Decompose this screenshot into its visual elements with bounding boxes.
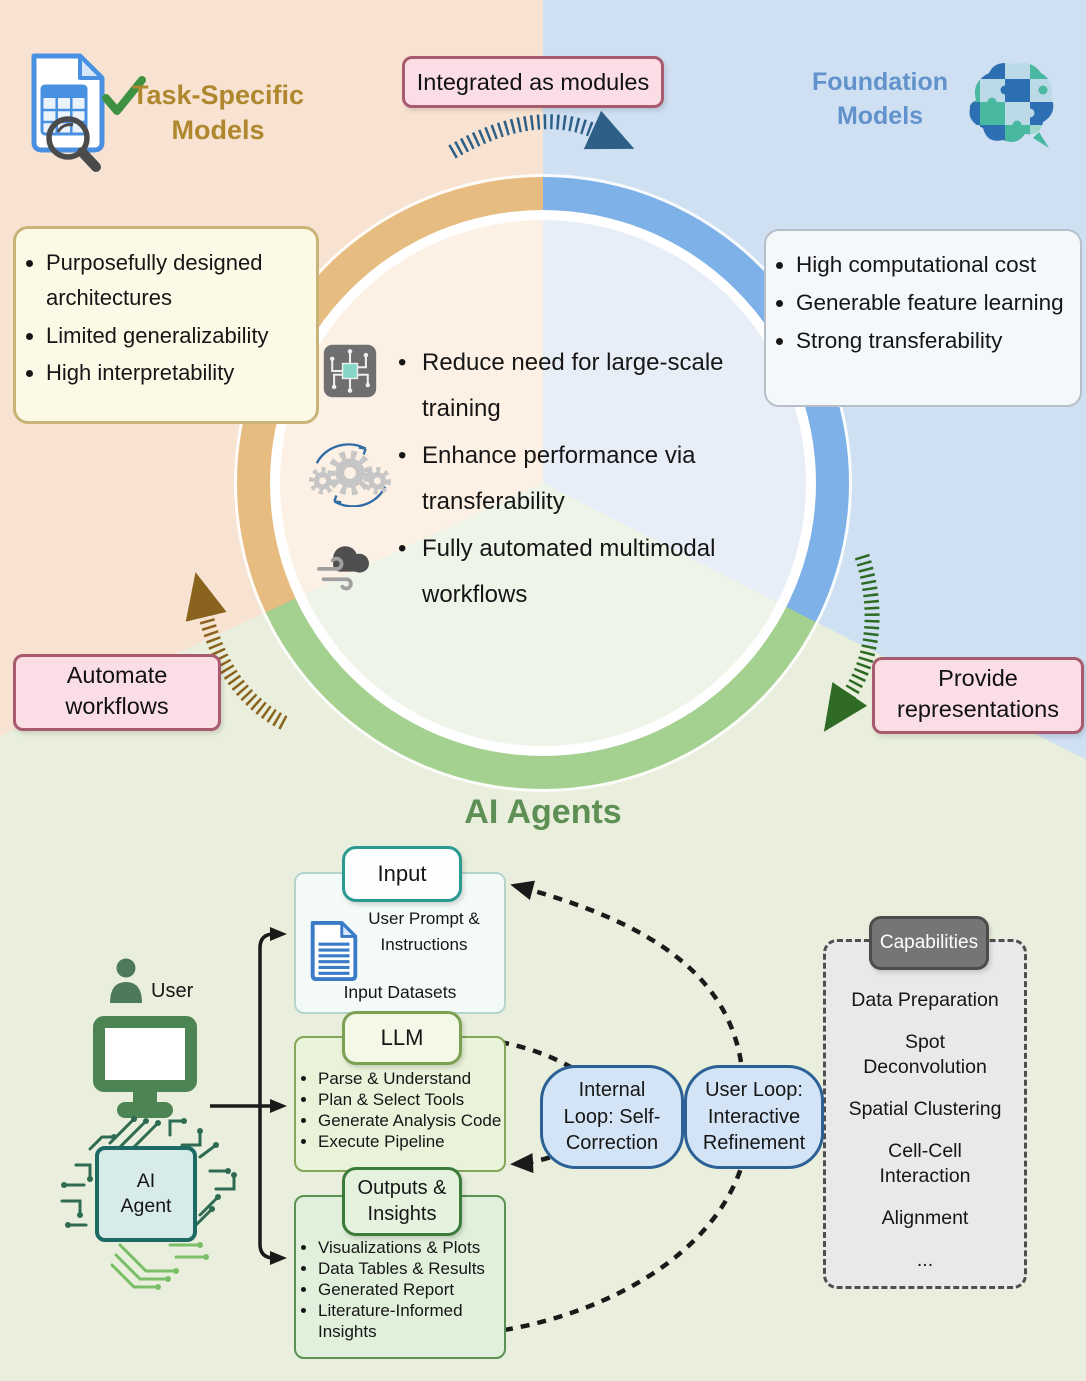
task-specific-point: High interpretability (46, 356, 308, 391)
capabilities-tab: Capabilities (869, 916, 989, 970)
capability-item: ... (916, 1248, 934, 1271)
foundation-title: Foundation Models (811, 68, 949, 130)
synergy-row: Enhance performance via transferability (302, 433, 802, 525)
outputs-point: Data Tables & Results (318, 1258, 502, 1279)
connector-branch-to-input (258, 927, 287, 1106)
llm-point: Generate Analysis Code (318, 1110, 502, 1131)
provide-arrow (823, 553, 880, 732)
llm-points: Parse & Understand Plan & Select Tools G… (296, 1038, 504, 1156)
circuit-brain-icon (60, 1116, 237, 1290)
capabilities-list: Data Preparation Spot Deconvolution Spat… (826, 942, 1024, 1273)
input-tab: Input (342, 846, 462, 902)
synergy-point: Enhance performance via transferability (398, 433, 794, 525)
gears-icon (302, 441, 398, 507)
synergy-point: Fully automated multimodal workflows (398, 526, 794, 618)
task-specific-card: Purposefully designed architectures Limi… (13, 226, 319, 424)
document-table-check-magnifier-icon (31, 53, 146, 172)
outputs-points: Visualizations & Plots Data Tables & Res… (296, 1197, 504, 1346)
ai-agent-box: AI Agent (95, 1146, 197, 1242)
user-loop-label: User Loop: Interactive Refinement (702, 1079, 806, 1155)
llm-point: Execute Pipeline (318, 1131, 502, 1152)
synergy-list: Reduce need for large-scale training Enh… (302, 340, 802, 619)
automate-arrow (185, 572, 288, 730)
input-datasets-text: Input Datasets (343, 982, 457, 1002)
monitor-icon (93, 1016, 197, 1118)
user-loop-pill: User Loop: Interactive Refinement (684, 1065, 824, 1169)
capability-item: Spot Deconvolution (863, 1030, 987, 1078)
foundation-point: High computational cost (796, 248, 1072, 283)
internal-loop-label: Internal Loop: Self- Correction (563, 1079, 661, 1155)
foundation-card: High computational cost Generable featur… (764, 229, 1082, 407)
llm-tab: LLM (342, 1011, 462, 1065)
puzzle-brain-icon (969, 62, 1054, 148)
foundation-point: Strong transferability (796, 324, 1072, 359)
llm-point: Plan & Select Tools (318, 1089, 502, 1110)
outputs-point: Visualizations & Plots (318, 1237, 502, 1258)
connector-branch-to-outputs (258, 1106, 287, 1265)
synergy-row: Fully automated multimodal workflows (302, 526, 802, 618)
internal-loop-pill: Internal Loop: Self- Correction (540, 1065, 684, 1169)
automate-workflows-banner: Automate workflows (13, 654, 221, 731)
cloud-icon (302, 538, 398, 594)
input-prompt-text: User Prompt & Instructions (368, 909, 480, 954)
outputs-point: Literature-Informed Insights (318, 1300, 502, 1342)
capability-item: Alignment (881, 1206, 969, 1229)
chip-icon (302, 342, 398, 400)
integrated-arrow (448, 110, 635, 159)
outputs-tab: Outputs & Insights (342, 1167, 462, 1236)
user-loop-to-input-dashed (510, 880, 744, 1063)
foundation-points: High computational cost Generable featur… (766, 231, 1080, 374)
capability-item: Cell-Cell Interaction (879, 1139, 971, 1187)
user-icon (110, 958, 142, 1003)
foundation-point: Generable feature learning (796, 286, 1072, 321)
integrated-as-modules-banner: Integrated as modules (402, 56, 664, 108)
outputs-point: Generated Report (318, 1279, 502, 1300)
task-specific-point: Limited generalizability (46, 319, 308, 354)
ai-agents-title: AI Agents (464, 793, 622, 831)
provide-representations-banner: Provide representations (872, 657, 1084, 734)
user-label: User (151, 980, 194, 1002)
llm-point: Parse & Understand (318, 1068, 502, 1089)
outputs-to-user-loop-dashed (503, 1167, 744, 1333)
capability-item: Data Preparation (851, 989, 999, 1011)
task-specific-point: Purposefully designed architectures (46, 246, 308, 316)
task-specific-points: Purposefully designed architectures Limi… (16, 229, 316, 406)
capability-item: Spatial Clustering (848, 1097, 1002, 1120)
capabilities-box: Data Preparation Spot Deconvolution Spat… (823, 939, 1027, 1289)
document-icon (310, 920, 358, 982)
synergy-point: Reduce need for large-scale training (398, 340, 794, 432)
synergy-row: Reduce need for large-scale training (302, 340, 802, 432)
task-specific-title: Task-Specific Models (131, 80, 305, 145)
